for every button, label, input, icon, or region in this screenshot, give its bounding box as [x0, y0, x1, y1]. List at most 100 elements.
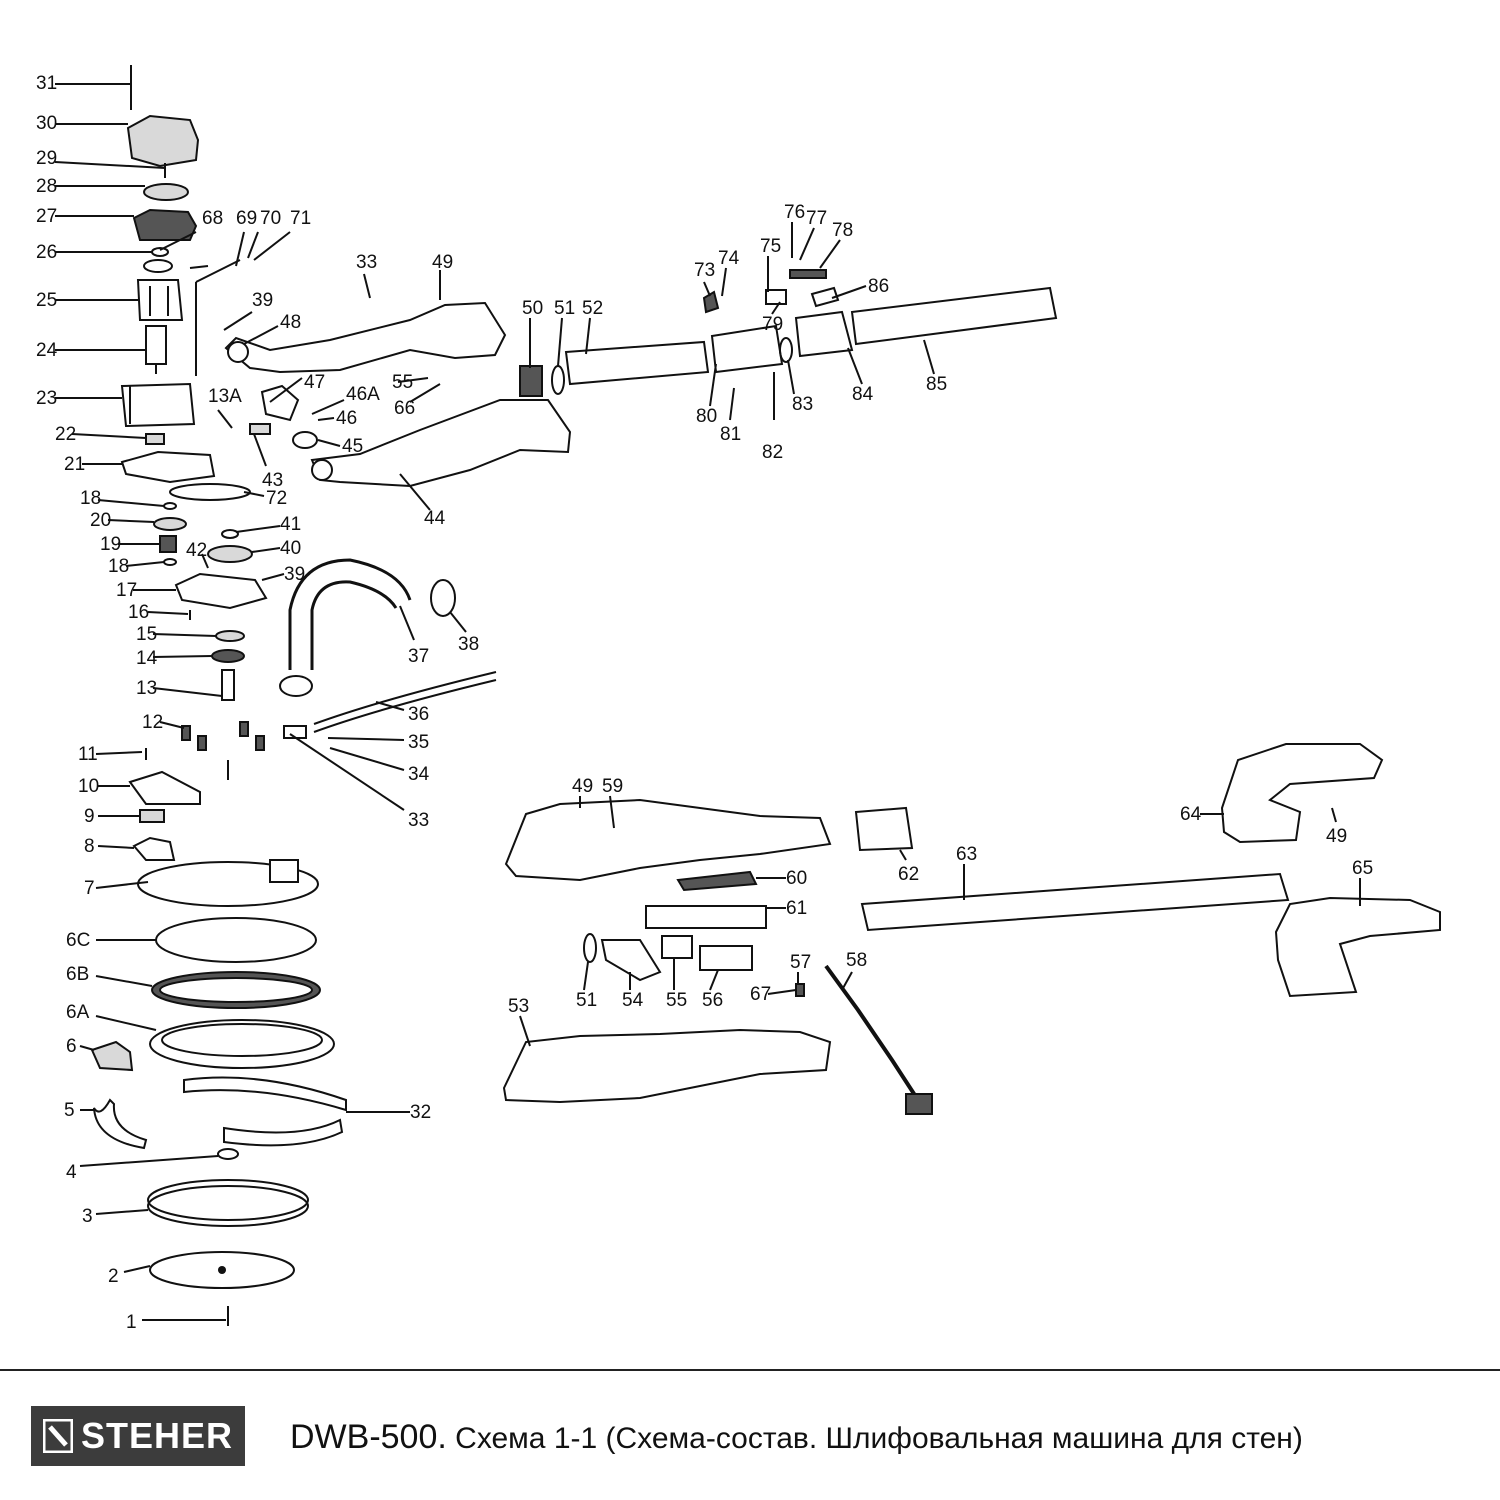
- callout-41: 41: [280, 514, 301, 535]
- callout-labels: 31 30 29 28 27 26 25 24 23 22 21 18 20 1…: [36, 73, 1373, 1333]
- callout-61: 61: [786, 898, 807, 919]
- callout-50: 50: [522, 298, 543, 319]
- callout-73: 73: [694, 260, 715, 281]
- callout-85: 85: [926, 374, 947, 395]
- callout-38: 38: [458, 634, 479, 655]
- callout-30: 30: [36, 113, 57, 134]
- brand-name: STEHER: [80, 1415, 234, 1456]
- callout-48: 48: [280, 312, 301, 333]
- callout-46A: 46A: [346, 384, 380, 405]
- callout-45: 45: [342, 436, 363, 457]
- callout-49a: 49: [432, 252, 453, 273]
- callout-70: 70: [260, 208, 281, 229]
- callout-69: 69: [236, 208, 257, 229]
- caption-text: Схема 1-1 (Схема-состав. Шлифовальная ма…: [446, 1422, 1303, 1455]
- callout-79: 79: [762, 314, 783, 335]
- callout-28: 28: [36, 176, 57, 197]
- exploded-parts-diagram: 31 30 29 28 27 26 25 24 23 22 21 18 20 1…: [36, 65, 1441, 1333]
- callout-51b: 51: [576, 990, 597, 1011]
- callout-1: 1: [126, 1312, 137, 1333]
- callout-49c: 49: [1326, 826, 1347, 847]
- callout-17: 17: [116, 580, 137, 601]
- callout-40: 40: [280, 538, 301, 559]
- callout-8: 8: [84, 836, 95, 857]
- callout-37: 37: [408, 646, 429, 667]
- callout-55b: 55: [666, 990, 687, 1011]
- callout-20: 20: [90, 510, 111, 531]
- callout-29: 29: [36, 148, 57, 169]
- callout-19: 19: [100, 534, 121, 555]
- callout-4: 4: [66, 1162, 77, 1183]
- callout-13A: 13A: [208, 386, 242, 407]
- callout-56: 56: [702, 990, 723, 1011]
- callout-44: 44: [424, 508, 446, 529]
- callout-74: 74: [718, 248, 740, 269]
- callout-62: 62: [898, 864, 919, 885]
- callout-33b: 33: [408, 810, 429, 831]
- callout-66: 66: [394, 398, 415, 419]
- callout-25: 25: [36, 290, 57, 311]
- callout-16: 16: [128, 602, 149, 623]
- callout-55: 55: [392, 372, 413, 393]
- callout-15: 15: [136, 624, 157, 645]
- callout-82: 82: [762, 442, 783, 463]
- callout-58: 58: [846, 950, 867, 971]
- callout-64: 64: [1180, 804, 1202, 825]
- callout-39a: 39: [252, 290, 273, 311]
- callout-21: 21: [64, 454, 85, 475]
- tube-assembly: [519, 269, 1058, 420]
- callout-14: 14: [136, 648, 158, 669]
- callout-5: 5: [64, 1100, 75, 1121]
- callout-83: 83: [792, 394, 813, 415]
- callout-27: 27: [36, 206, 57, 227]
- callout-6A: 6A: [66, 1002, 90, 1023]
- callout-59: 59: [602, 776, 623, 797]
- callout-31: 31: [36, 73, 57, 94]
- callout-43: 43: [262, 470, 283, 491]
- callout-46: 46: [336, 408, 357, 429]
- callout-65: 65: [1352, 858, 1373, 879]
- callout-49b: 49: [572, 776, 593, 797]
- brand-logo: STEHER: [31, 1406, 245, 1466]
- callout-18a: 18: [80, 488, 101, 509]
- frame-and-hose: [224, 301, 572, 739]
- callout-23: 23: [36, 388, 57, 409]
- footer-divider: [0, 1369, 1500, 1371]
- callout-53: 53: [508, 996, 529, 1017]
- callout-22: 22: [55, 424, 76, 445]
- callout-52: 52: [582, 298, 603, 319]
- brand-mark-icon: [42, 1418, 74, 1454]
- callout-18b: 18: [108, 556, 129, 577]
- callout-47: 47: [304, 372, 325, 393]
- callout-80: 80: [696, 406, 717, 427]
- callout-36: 36: [408, 704, 429, 725]
- diagram-caption: DWB-500. Схема 1-1 (Схема-состав. Шлифов…: [290, 1418, 1303, 1457]
- callout-6B: 6B: [66, 964, 89, 985]
- callout-11: 11: [78, 744, 98, 765]
- callout-2: 2: [108, 1266, 119, 1287]
- callout-57: 57: [790, 952, 811, 973]
- callout-12: 12: [142, 712, 163, 733]
- callout-39b: 39: [284, 564, 305, 585]
- callout-77: 77: [806, 208, 827, 229]
- callout-84: 84: [852, 384, 874, 405]
- callout-72: 72: [266, 488, 287, 509]
- callout-34: 34: [408, 764, 430, 785]
- callout-81: 81: [720, 424, 741, 445]
- callout-71: 71: [290, 208, 311, 229]
- handle-housing: [502, 743, 1441, 1115]
- model-name: DWB-500.: [290, 1418, 447, 1456]
- callout-26: 26: [36, 242, 57, 263]
- callout-7: 7: [84, 878, 95, 899]
- callout-32: 32: [410, 1102, 431, 1123]
- leader-lines: [54, 83, 1361, 1321]
- callout-10: 10: [78, 776, 99, 797]
- callout-24: 24: [36, 340, 58, 361]
- callout-78: 78: [832, 220, 853, 241]
- callout-33a: 33: [356, 252, 377, 273]
- callout-54: 54: [622, 990, 644, 1011]
- callout-86: 86: [868, 276, 889, 297]
- callout-42: 42: [186, 540, 207, 561]
- callout-60: 60: [786, 868, 807, 889]
- callout-35: 35: [408, 732, 429, 753]
